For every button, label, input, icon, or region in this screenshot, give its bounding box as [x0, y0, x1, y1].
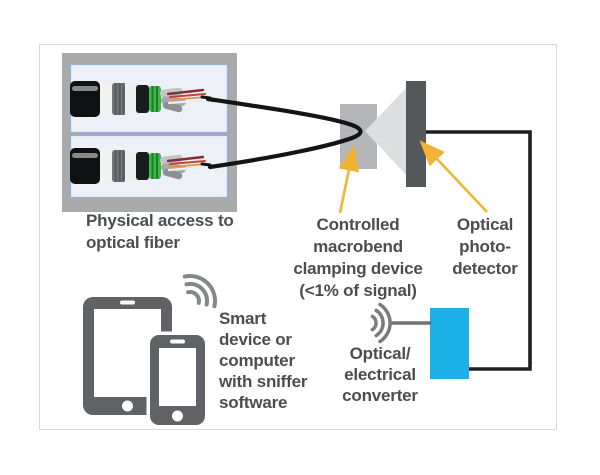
label-photodetector: Optical photo- detector — [452, 215, 518, 278]
label-physical-access: Physical access to optical fiber — [86, 211, 234, 252]
circuit-wire — [426, 130, 532, 371]
detector-label-arrow — [419, 140, 488, 213]
phone-icon — [146, 331, 209, 428]
tapped-fiber-line — [205, 96, 363, 170]
fiber-access-image — [62, 53, 237, 212]
optical-signal-waves-icon — [370, 302, 432, 344]
label-sniffer-device: Smart device or computer with sniffer so… — [219, 309, 308, 412]
photodetector-bar — [406, 81, 426, 187]
label-converter: Optical/ electrical converter — [342, 344, 418, 405]
light-cone — [365, 87, 407, 176]
wifi-signal-icon — [182, 274, 217, 309]
fiber-cable-icon-bottom — [70, 148, 212, 184]
fiber-cable-icon-top — [70, 81, 212, 117]
label-macrobend-clamp: Controlled macrobend clamping device (<1… — [293, 215, 423, 300]
converter-box — [430, 308, 469, 379]
clamp-label-arrow — [338, 144, 359, 214]
